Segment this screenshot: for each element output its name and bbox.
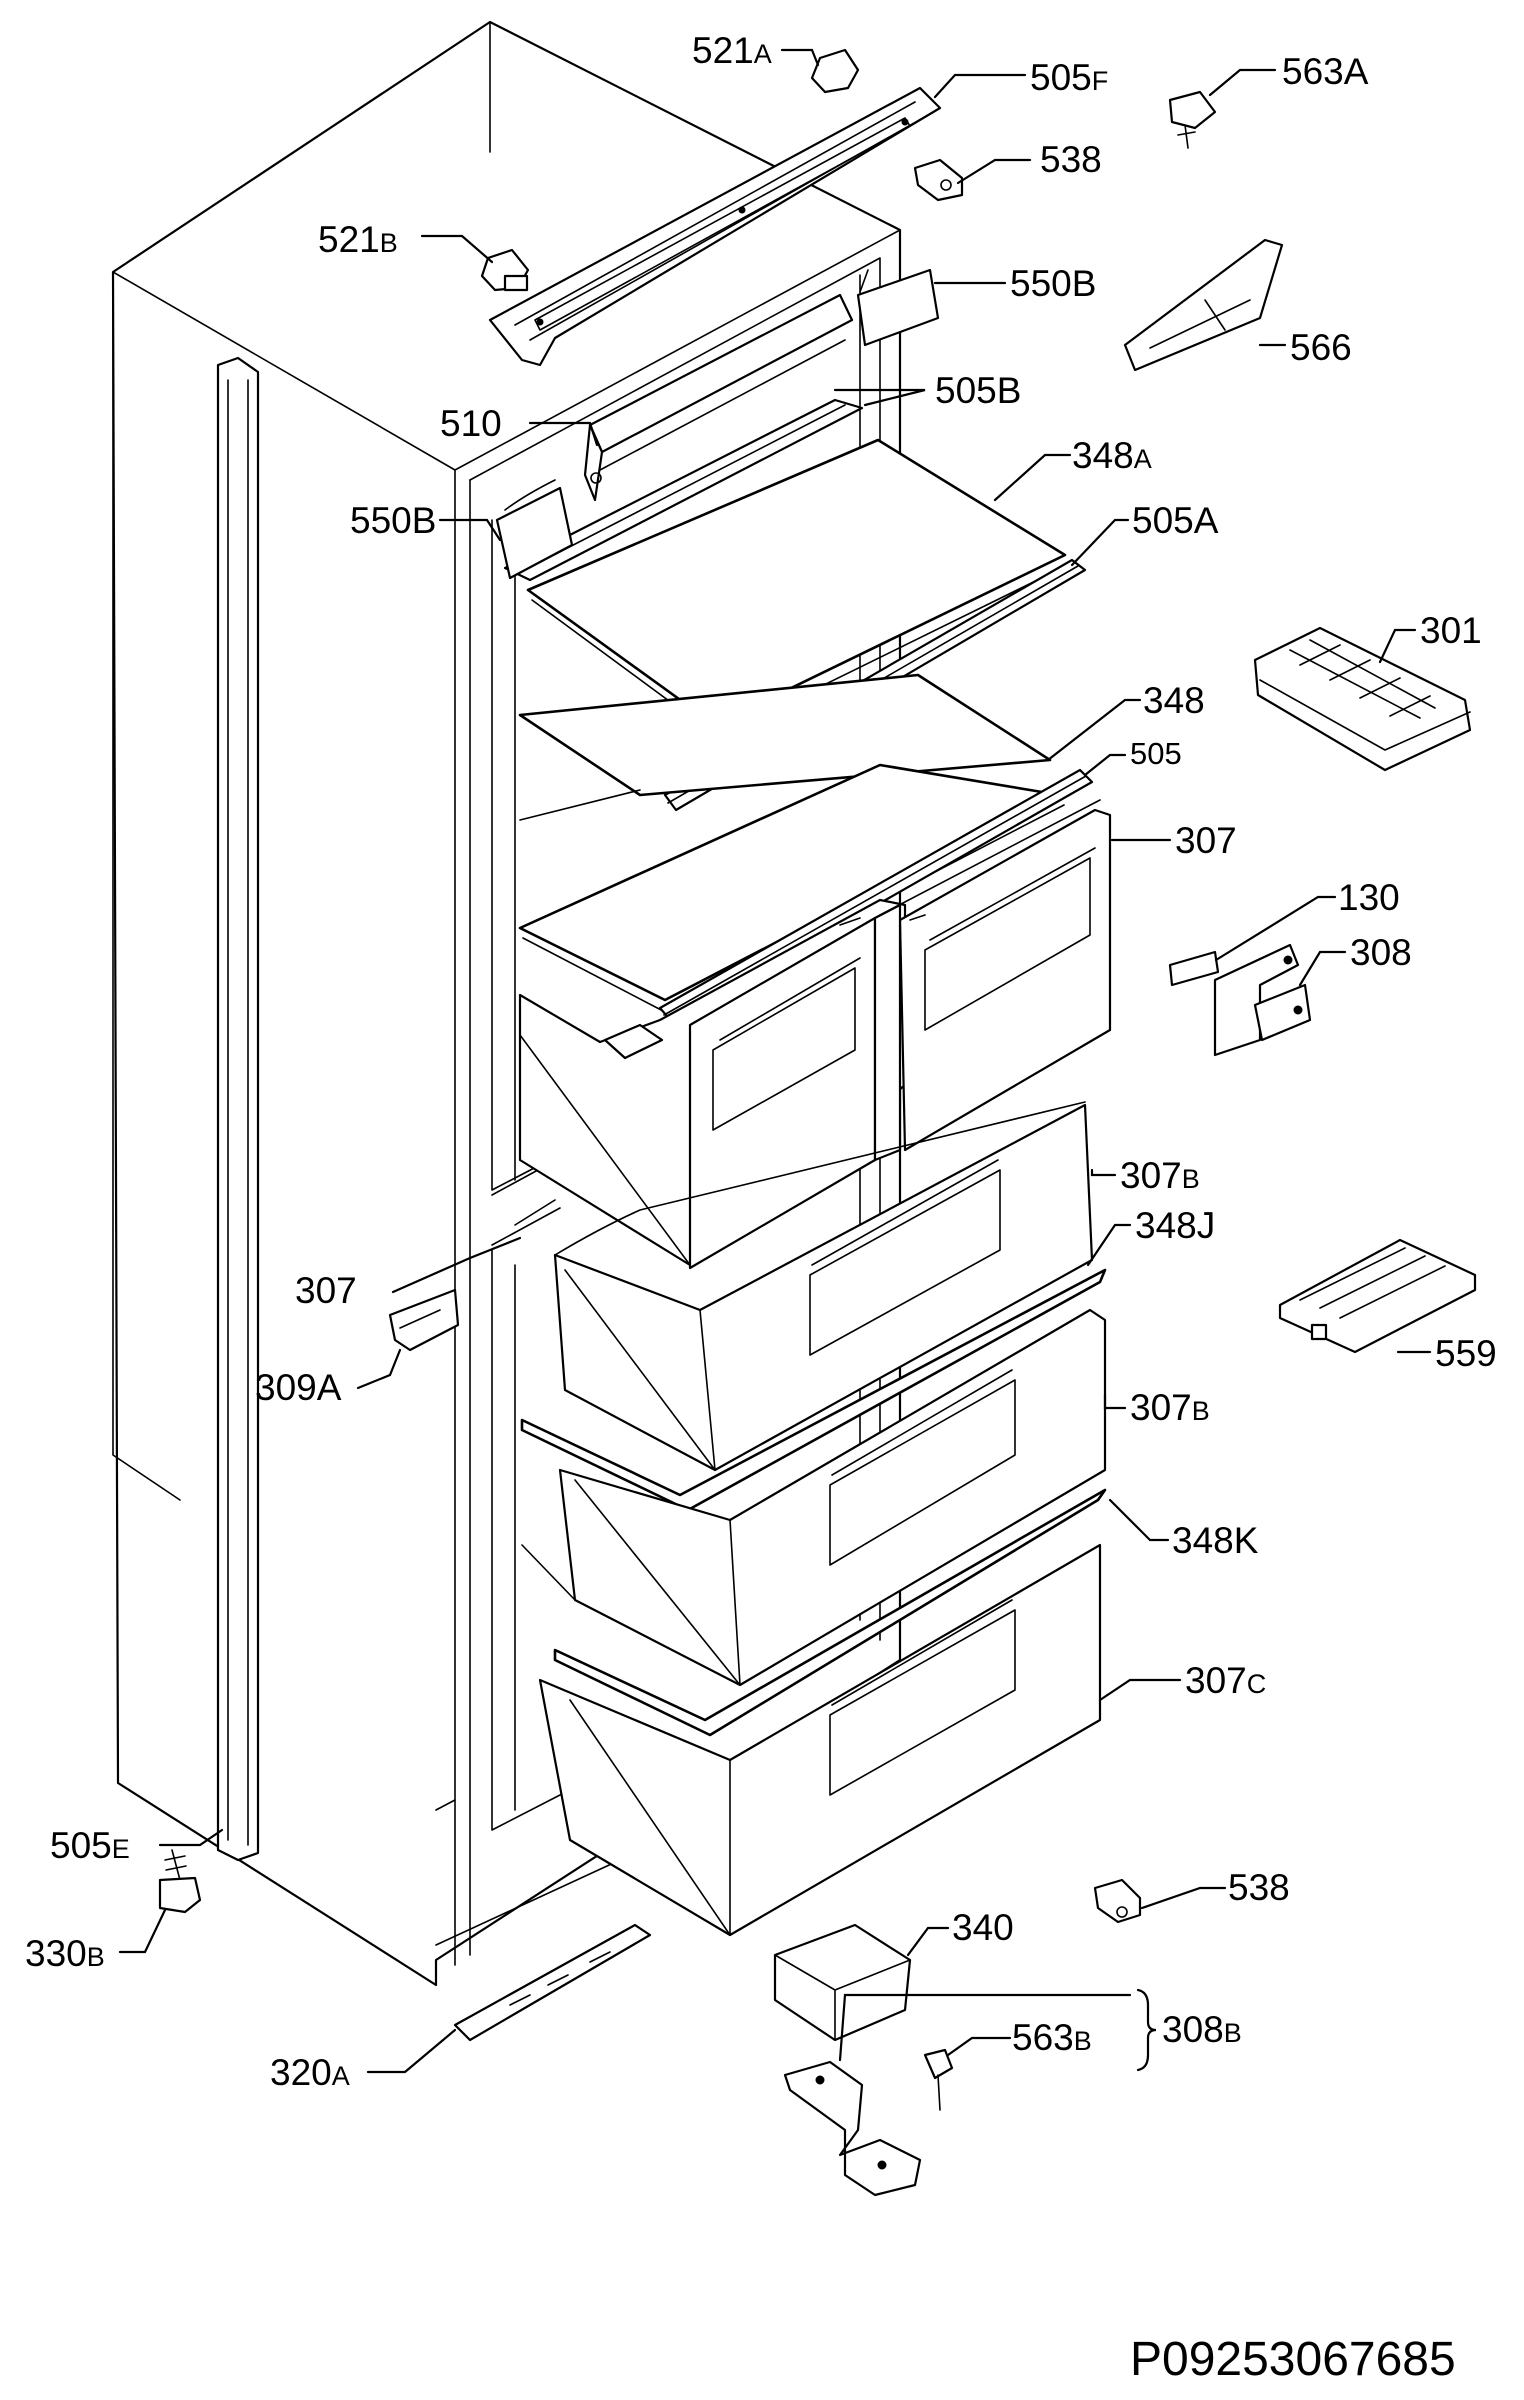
label-348: 348 [1143, 680, 1205, 721]
label-505b: 505B [935, 370, 1021, 411]
bracket-538-bottom [1093, 1878, 1142, 1924]
foot-330b [158, 1849, 202, 1914]
glass-shelf-348k [553, 1488, 1107, 1737]
label-309a: 309A [255, 1367, 342, 1408]
label-320a: 320A [270, 2052, 350, 2093]
ice-tray-301 [1253, 626, 1472, 772]
label-308b: 308B [1162, 2009, 1242, 2050]
hinge-308b [783, 2060, 922, 2197]
label-505e: 505E [50, 1825, 130, 1866]
label-130: 130 [1338, 877, 1400, 918]
label-307-top: 307 [1175, 820, 1237, 861]
label-308: 308 [1350, 932, 1412, 973]
label-307b-lower: 307B [1130, 1387, 1210, 1428]
label-348a: 348A [1072, 435, 1152, 476]
label-566: 566 [1290, 327, 1352, 368]
glass-shelf-348j [520, 1268, 1107, 1512]
label-340: 340 [952, 1907, 1014, 1948]
diagram-code: P09253067685 [1130, 2333, 1456, 2386]
label-521b: 521B [318, 219, 398, 260]
leader-lines [118, 48, 1432, 2074]
bottom-rail-320a [453, 1923, 652, 2042]
part-labels: 521A 505F 563A 538 521B 550B 566 505B 51… [25, 30, 1497, 2093]
brace-308b [1136, 1988, 1157, 2072]
cover-130 [1168, 950, 1220, 987]
label-563a: 563A [1282, 51, 1369, 92]
label-521a: 521A [692, 30, 772, 71]
label-563b: 563B [1012, 2017, 1092, 2058]
fixing-563a [1168, 90, 1217, 149]
box-340 [773, 1923, 912, 2042]
door-gasket-505e [216, 356, 260, 1862]
drawer-307c-bottom [538, 1543, 1102, 1937]
label-505: 505 [1130, 736, 1182, 771]
label-510: 510 [440, 403, 502, 444]
label-550b-top: 550B [1010, 263, 1096, 304]
label-505a: 505A [1132, 500, 1219, 541]
label-550b-left: 550B [350, 500, 436, 541]
label-348j: 348J [1135, 1205, 1215, 1246]
label-301: 301 [1420, 610, 1482, 651]
drawer-307b-lower [521, 1308, 1107, 1687]
screw-563b [923, 2048, 954, 2111]
cover-510 [583, 293, 854, 502]
ice-container-559 [1278, 1238, 1477, 1354]
side-cover-550b-top [856, 268, 940, 347]
label-330b: 330B [25, 1933, 105, 1974]
label-559: 559 [1435, 1333, 1497, 1374]
side-cover-550b-left [495, 479, 574, 580]
clip-309a [388, 1288, 460, 1352]
label-307c: 307C [1185, 1660, 1266, 1701]
label-505f: 505F [1030, 57, 1108, 98]
bracket-538-top [913, 158, 964, 202]
drawers-307-top [518, 799, 1112, 1270]
hinge-cover-521a [810, 48, 860, 94]
handle-566 [1123, 238, 1284, 372]
label-307b-upper: 307B [1120, 1155, 1200, 1196]
hinge-cover-521b [480, 248, 530, 292]
label-307-left: 307 [295, 1270, 357, 1311]
hinge-308 [1213, 943, 1312, 1057]
top-cover-505f [488, 86, 942, 367]
label-538-top: 538 [1040, 139, 1102, 180]
label-538-bottom: 538 [1228, 1867, 1290, 1908]
label-348k: 348K [1172, 1520, 1259, 1561]
